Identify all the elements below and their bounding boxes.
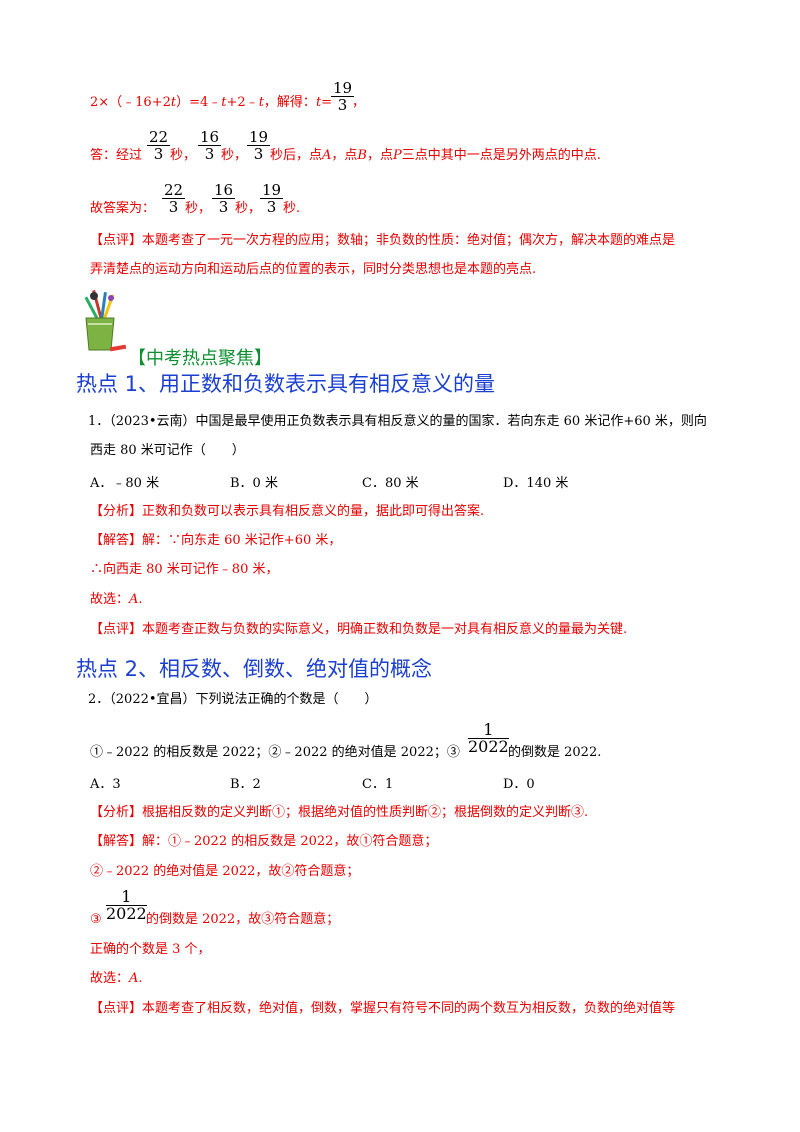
fraction-numerator: 1 (468, 722, 509, 739)
option-a: A．3 (90, 777, 121, 792)
option-a: A．﹣80 米 (90, 476, 160, 491)
final-fraction-2: 16 3 (212, 181, 236, 216)
fraction-numerator: 19 (247, 128, 271, 146)
choose-letter: A (129, 592, 139, 607)
answer-fraction-1: 22 3 (147, 128, 171, 163)
stmt-fraction: 1 2022 (468, 722, 509, 755)
sol3-fraction: 1 2022 (106, 889, 147, 922)
final-unit: 秒， (235, 201, 262, 216)
equation-line: 2×（﹣16+2t）=4﹣t+2﹣t，解得：t= (90, 93, 332, 113)
fraction-denominator: 2022 (468, 737, 509, 756)
choose-text: 故选： (90, 592, 130, 607)
choose-text: 故选： (90, 971, 130, 986)
comment-line: 弄清楚点的运动方向和运动后点的位置的表示，同时分类思想也是本题的亮点. (90, 262, 537, 277)
option-b: B．2 (230, 777, 261, 792)
final-unit: 秒， (185, 201, 212, 216)
fraction-numerator: 19 (260, 181, 284, 199)
final-answer-prefix: 故答案为： (90, 201, 156, 216)
final-fraction-3: 19 3 (260, 181, 284, 216)
hot2-solution-line: 的倒数是 2022，故③符合题意； (146, 912, 340, 927)
option-c: C．1 (362, 777, 394, 792)
answer-fraction-3: 19 3 (247, 128, 271, 163)
choose-text: . (138, 971, 143, 986)
hot1-choose: 故选：A. (90, 590, 143, 610)
option-d: D．0 (503, 777, 535, 792)
eq-text: +2﹣ (226, 95, 259, 110)
answer-unit: 秒后，点 (270, 148, 323, 163)
hot2-comment: 【点评】本题考查了相反数，绝对值，倒数，掌握只有符号不同的两个数互为相反数，负数… (90, 1001, 676, 1016)
fraction-denominator: 2022 (106, 904, 147, 923)
fraction-numerator: 1 (106, 889, 147, 906)
hot1-heading: 热点 1、用正数和负数表示具有相反意义的量 (76, 372, 496, 396)
point-label: B (357, 148, 367, 163)
answer-unit: 秒， (170, 148, 197, 163)
fraction-denominator: 3 (153, 145, 164, 163)
hot1-question-line: 1．（2023•云南）中国是最早使用正负数表示具有相反意义的量的国家．若向东走 … (88, 414, 707, 429)
option-b: B．0 米 (230, 476, 278, 491)
answer-tail: 秒后，点A，点B，点P三点中其中一点是另外两点的中点. (270, 146, 601, 166)
fraction-numerator: 19 (331, 79, 355, 97)
eq-fraction: 19 3 (331, 79, 355, 114)
eq-text: = (321, 95, 333, 110)
hot1-solution-line: ∴向西走 80 米可记作﹣80 米， (90, 562, 279, 577)
hot2-solution-line: ②﹣2022 的绝对值是 2022，故②符合题意； (90, 864, 360, 879)
fraction-numerator: 16 (198, 128, 222, 146)
answer-text: ，点 (331, 148, 358, 163)
fraction-numerator: 22 (147, 128, 171, 146)
eq-text: 2×（﹣16+2 (90, 95, 171, 110)
hot1-question-line: 西走 80 米可记作（ ） (90, 443, 245, 458)
hot2-analysis: 【分析】根据相反数的定义判断①；根据绝对值的性质判断②；根据倒数的定义判断③. (90, 805, 589, 820)
hot2-choose: 故选：A. (90, 969, 143, 989)
fraction-denominator: 3 (337, 96, 348, 114)
eq-text: ）=4﹣ (176, 95, 222, 110)
eq-var: t (170, 95, 177, 110)
eq-var: t (315, 95, 322, 110)
answer-unit: 秒， (221, 148, 248, 163)
final-fraction-1: 22 3 (162, 181, 186, 216)
comment-line: 【点评】本题考查了一元一次方程的应用；数轴；非负数的性质：绝对值；偶次方，解决本… (90, 233, 676, 248)
answer-fraction-2: 16 3 (198, 128, 222, 163)
eq-tail: ， (352, 95, 366, 110)
final-unit: 秒. (283, 201, 301, 216)
point-label: A (322, 148, 332, 163)
hot1-analysis: 【分析】正数和负数可以表示具有相反意义的量，据此即可得出答案. (90, 504, 485, 519)
fraction-denominator: 3 (204, 145, 215, 163)
hot2-solution-line: 正确的个数是 3 个， (90, 942, 211, 957)
answer-text: ，点 (366, 148, 393, 163)
eq-var: t (258, 95, 264, 110)
option-c: C．80 米 (362, 476, 419, 491)
eq-var: t (221, 95, 227, 110)
fraction-denominator: 3 (168, 198, 179, 216)
hot2-statement: ①﹣2022 的相反数是 2022；②﹣2022 的绝对值是 2022；③ (90, 745, 460, 760)
fraction-denominator: 3 (266, 198, 277, 216)
fraction-denominator: 3 (218, 198, 229, 216)
choose-letter: A (129, 971, 139, 986)
answer-line: 答：经过 (90, 146, 142, 166)
hot2-heading: 热点 2、相反数、倒数、绝对值的概念 (76, 657, 433, 681)
fraction-numerator: 16 (212, 181, 236, 199)
hot2-solution-prefix: ③ (90, 912, 102, 927)
hot1-solution-line: 【解答】解：∵向东走 60 米记作+60 米， (90, 533, 342, 548)
choose-text: . (138, 592, 143, 607)
hot2-statement-end: 的倒数是 2022. (508, 745, 602, 760)
focus-section-title: 【中考热点聚焦】 (128, 348, 272, 369)
option-d: D．140 米 (503, 476, 569, 491)
point-label: P (393, 148, 402, 163)
fraction-denominator: 3 (253, 145, 264, 163)
hot2-solution-line: 【解答】解：①﹣2022 的相反数是 2022，故①符合题意； (90, 834, 438, 849)
answer-text: 三点中其中一点是另外两点的中点. (401, 148, 601, 163)
answer-prefix: 答：经过 (90, 148, 143, 163)
eq-text: ，解得： (263, 95, 316, 110)
pen-holder-icon (76, 288, 128, 358)
hot1-comment: 【点评】本题考查正数与负数的实际意义，明确正数和负数是一对具有相反意义的量最为关… (90, 622, 628, 637)
hot2-question-line: 2．（2022•宜昌）下列说法正确的个数是（ ） (88, 692, 378, 707)
fraction-numerator: 22 (162, 181, 186, 199)
